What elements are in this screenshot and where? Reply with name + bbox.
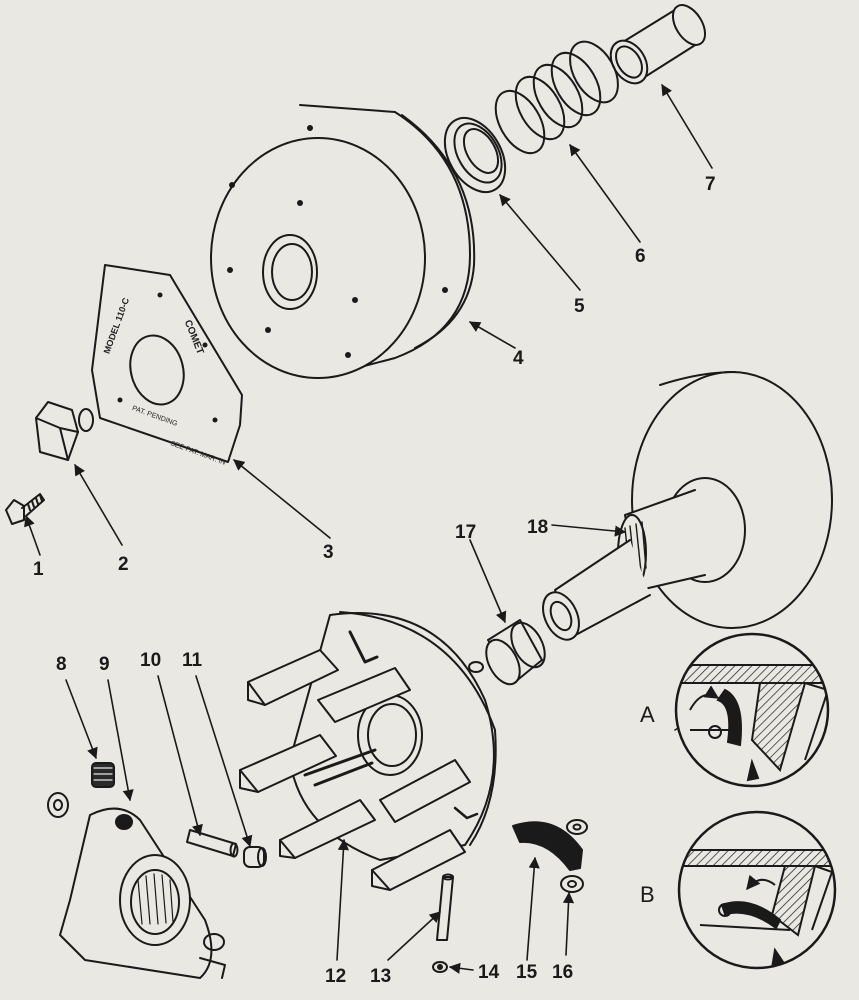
spring-retainer-part — [443, 117, 507, 194]
callout-5: 5 — [574, 296, 585, 317]
callout-1: 1 — [33, 559, 44, 580]
callout-8: 8 — [56, 654, 67, 675]
clip-part — [432, 961, 448, 973]
long-pin-part — [436, 873, 454, 941]
detail-circle-a — [674, 632, 830, 788]
washer-pair-part — [560, 819, 588, 893]
hex-nut-part — [35, 401, 94, 461]
callout-15: 15 — [516, 962, 538, 983]
ramp-bracket-part — [59, 807, 226, 979]
roller-part — [243, 846, 267, 868]
callout-labels: 1 2 3 4 5 6 7 8 9 10 11 12 13 14 15 16 1… — [33, 174, 716, 987]
coil-spring-part — [494, 40, 619, 155]
callout-6: 6 — [635, 246, 646, 267]
washer-part — [47, 792, 69, 818]
detail-label-b: B — [640, 882, 655, 907]
callout-4: 4 — [513, 348, 524, 369]
callout-16: 16 — [552, 962, 573, 983]
callout-14: 14 — [478, 962, 500, 983]
drum-cover-part — [210, 104, 476, 379]
callout-13: 13 — [370, 966, 391, 987]
bolt-part — [5, 493, 45, 525]
callout-3: 3 — [323, 542, 334, 563]
pin-part — [186, 829, 239, 858]
detail-circle-b — [677, 810, 837, 970]
callout-17: 17 — [455, 522, 476, 543]
callout-2: 2 — [118, 554, 129, 575]
callout-7: 7 — [705, 174, 716, 195]
spider-housing-part — [239, 611, 497, 891]
leader-lines — [24, 84, 713, 974]
detail-label-a: A — [640, 702, 655, 727]
name-plate-part — [91, 264, 243, 463]
collar-part — [468, 619, 546, 686]
sleeve-part — [609, 4, 707, 85]
small-spring-part — [91, 762, 115, 788]
callout-9: 9 — [99, 654, 110, 675]
callout-12: 12 — [325, 966, 346, 987]
callout-18: 18 — [527, 517, 548, 538]
callout-10: 10 — [140, 650, 161, 671]
sheave-shaft-part — [542, 371, 833, 641]
callout-11: 11 — [182, 650, 203, 671]
flyweight-part — [512, 821, 583, 871]
